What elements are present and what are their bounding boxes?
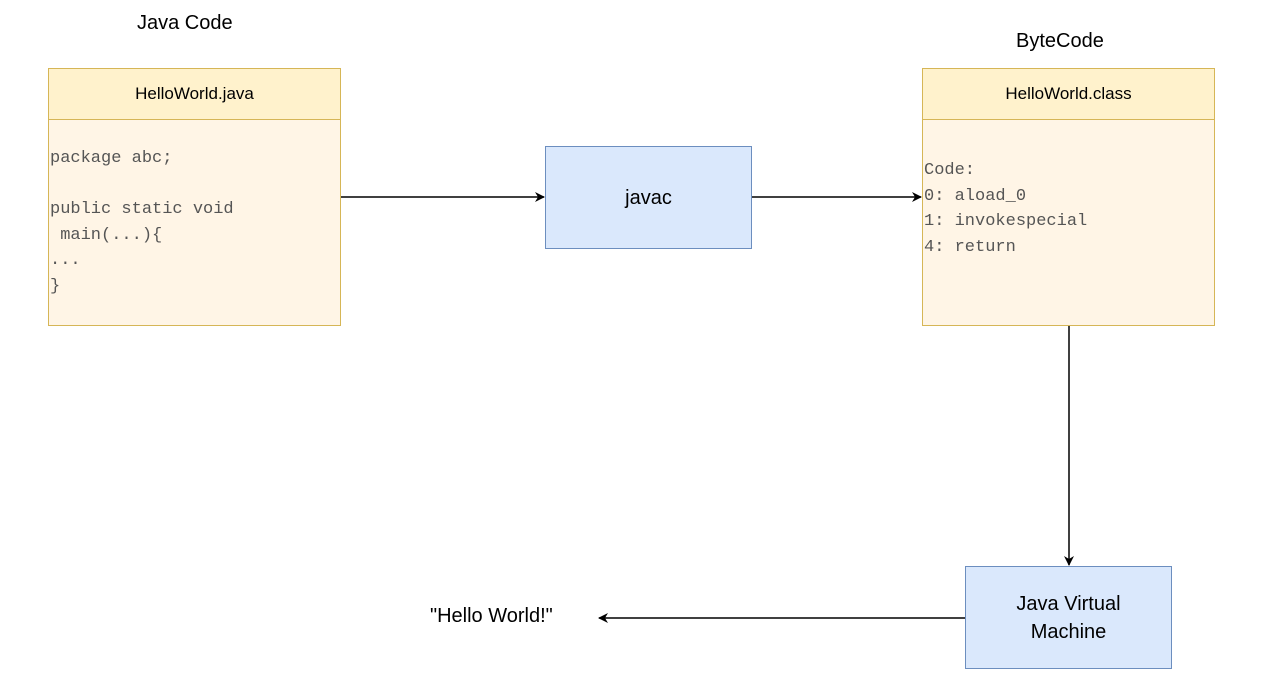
output-label: "Hello World!" <box>430 605 553 627</box>
bytecode-label: ByteCode <box>1016 30 1104 52</box>
class-file-title: HelloWorld.class <box>923 69 1214 120</box>
javac-label: javac <box>625 186 672 209</box>
class-file-box: HelloWorld.class Code: 0: aload_0 1: inv… <box>922 68 1215 326</box>
java-code-label: Java Code <box>137 12 233 34</box>
source-file-box: HelloWorld.java package abc; public stat… <box>48 68 341 326</box>
javac-compiler-box: javac <box>545 146 752 249</box>
source-code: package abc; public static void main(...… <box>50 149 234 296</box>
jvm-label-line2: Machine <box>1030 620 1107 643</box>
jvm-box: Java Virtual Machine <box>965 566 1172 669</box>
bytecode-listing: Code: 0: aload_0 1: invokespecial 4: ret… <box>924 161 1088 257</box>
source-file-title: HelloWorld.java <box>49 69 340 120</box>
jvm-label-line1: Java Virtual <box>1016 592 1121 615</box>
